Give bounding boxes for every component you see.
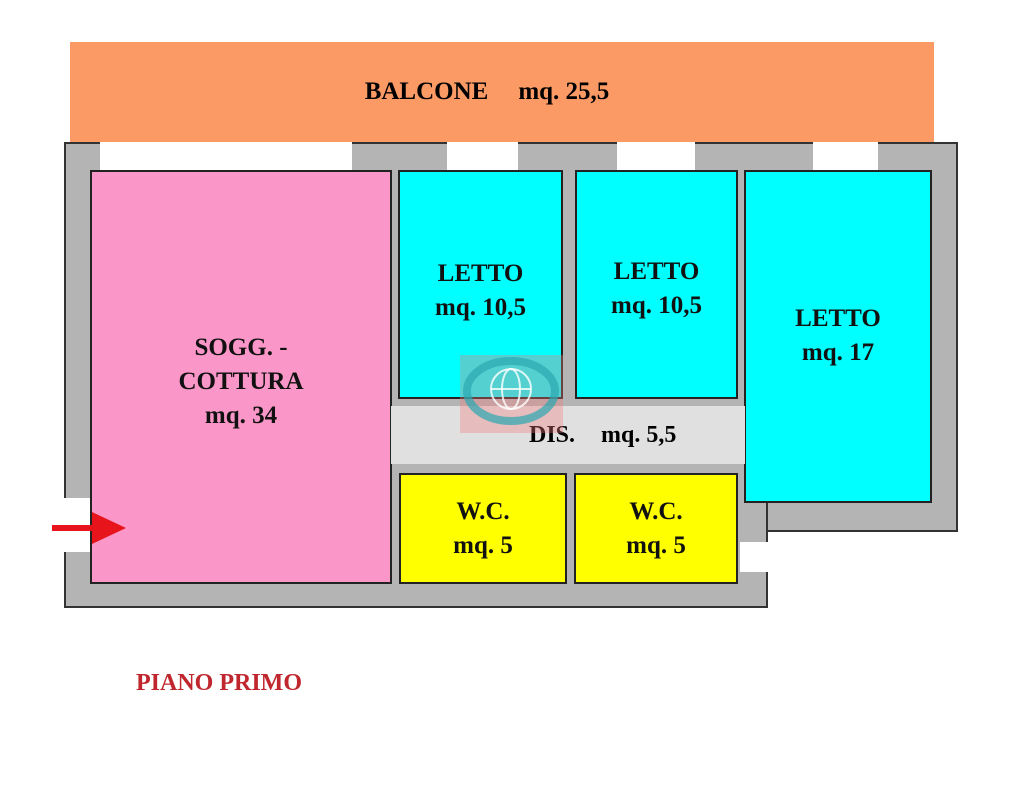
room-name: COTTURA [178, 368, 304, 395]
room-area: mq. 17 [801, 339, 875, 366]
room-letto-2: LETTO mq. 10,5 [575, 170, 738, 399]
room-name: LETTO [795, 305, 881, 332]
room-name: W.C. [456, 497, 510, 525]
room-soggiorno: SOGG. - COTTURA mq. 34 [90, 170, 392, 584]
room-name: LETTO [613, 258, 700, 285]
window [100, 142, 352, 170]
window [740, 542, 768, 572]
wall-step-gap [768, 532, 968, 622]
floor-title: PIANO PRIMO [136, 670, 302, 696]
room-name: SOGG. - [194, 334, 288, 361]
room-area: mq. 5,5 [601, 421, 677, 448]
window [813, 142, 878, 170]
room-wc-2: W.C. mq. 5 [574, 473, 738, 584]
room-area: mq. 25,5 [518, 78, 610, 105]
room-disimpegno: DIS. mq. 5,5 [391, 406, 745, 464]
room-letto-1: LETTO mq. 10,5 [398, 170, 563, 399]
room-balcone: BALCONE mq. 25,5 [70, 42, 934, 142]
room-area: mq. 5 [453, 531, 513, 559]
room-name: W.C. [629, 497, 683, 525]
window [447, 142, 518, 170]
globe-icon [460, 355, 563, 433]
window [617, 142, 695, 170]
entrance-arrow-icon [52, 512, 126, 544]
room-wc-1: W.C. mq. 5 [399, 473, 567, 584]
room-area: mq. 10,5 [611, 292, 702, 319]
room-name: BALCONE [364, 78, 489, 105]
room-area: mq. 5 [626, 531, 686, 559]
room-letto-3: LETTO mq. 17 [744, 170, 932, 503]
room-name: DIS. [529, 421, 576, 448]
room-area: mq. 10,5 [435, 294, 526, 321]
room-area: mq. 34 [204, 402, 278, 429]
room-name: LETTO [437, 260, 524, 287]
